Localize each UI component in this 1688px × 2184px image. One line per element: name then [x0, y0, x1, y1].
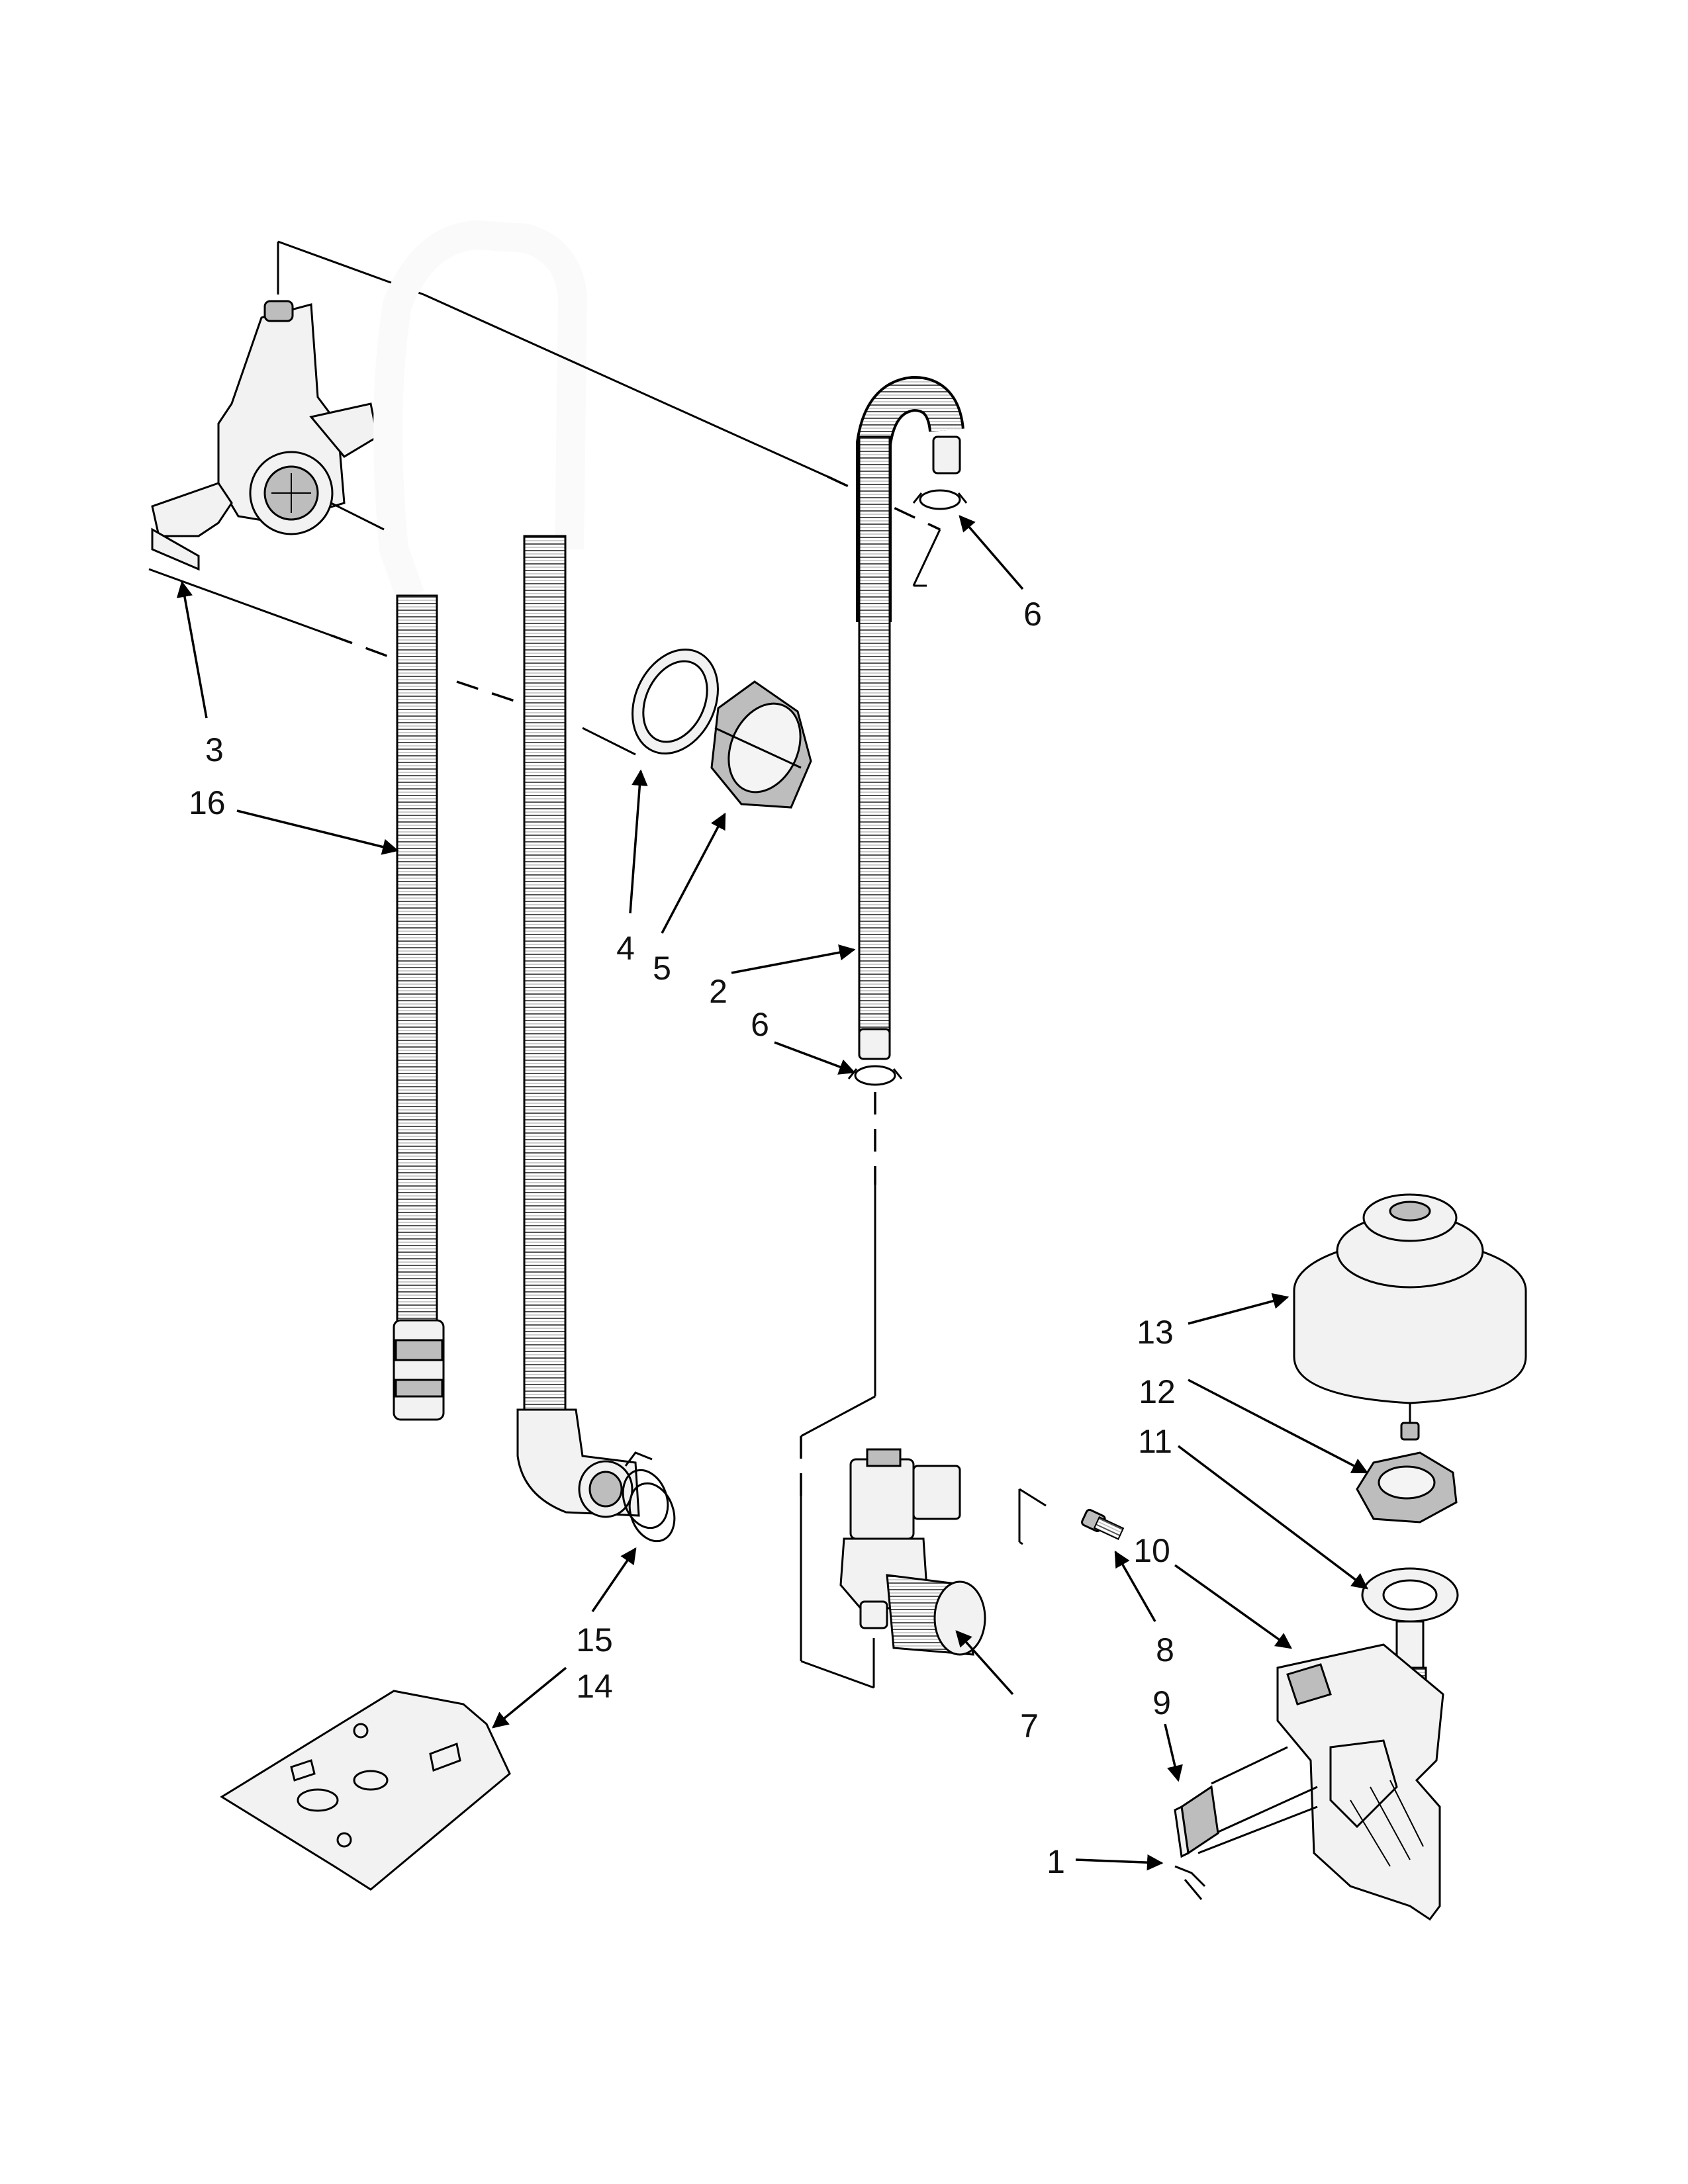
water-valve-part — [839, 1448, 986, 1656]
screw-part — [1081, 1508, 1125, 1540]
label-part-8: 8 — [1156, 1631, 1174, 1668]
float-switch-bracket-part — [1276, 1620, 1444, 1921]
label-part-5: 5 — [653, 950, 671, 987]
hardware-bag-part — [220, 1690, 511, 1891]
hose-nut-part-5 — [710, 680, 812, 809]
label-part-11: 11 — [1138, 1423, 1172, 1460]
label-part-10: 10 — [1133, 1532, 1170, 1569]
gasket-ring-part-4 — [632, 648, 719, 755]
hose-clamp-part-6-bottom — [847, 1065, 903, 1086]
label-part-13: 13 — [1137, 1314, 1174, 1351]
drain-hose-part — [373, 220, 640, 1518]
label-part-6-bottom: 6 — [751, 1006, 769, 1043]
float-nut-part-12 — [1356, 1451, 1458, 1524]
hose-clamp-part-15 — [622, 1451, 676, 1543]
label-part-16: 16 — [189, 784, 226, 821]
fill-hose-part — [847, 375, 968, 1086]
label-part-12: 12 — [1139, 1373, 1176, 1410]
label-part-15: 15 — [576, 1621, 613, 1659]
float-gasket-part-11 — [1361, 1567, 1459, 1623]
drain-bracket-part — [151, 300, 379, 571]
label-part-3: 3 — [205, 731, 224, 768]
float-part — [1293, 1193, 1527, 1441]
wire-clip-part — [1174, 1865, 1206, 1900]
hose-clamp-part-6-top — [912, 489, 968, 510]
label-part-4: 4 — [616, 930, 635, 967]
label-part-9: 9 — [1152, 1684, 1171, 1721]
label-part-6-top: 6 — [1023, 596, 1042, 633]
label-part-2: 2 — [709, 973, 727, 1010]
microswitch-part — [1174, 1785, 1219, 1858]
leader-lines — [176, 515, 1369, 1871]
label-part-14: 14 — [576, 1668, 613, 1705]
label-part-1: 1 — [1047, 1843, 1065, 1880]
label-part-7: 7 — [1020, 1707, 1039, 1745]
